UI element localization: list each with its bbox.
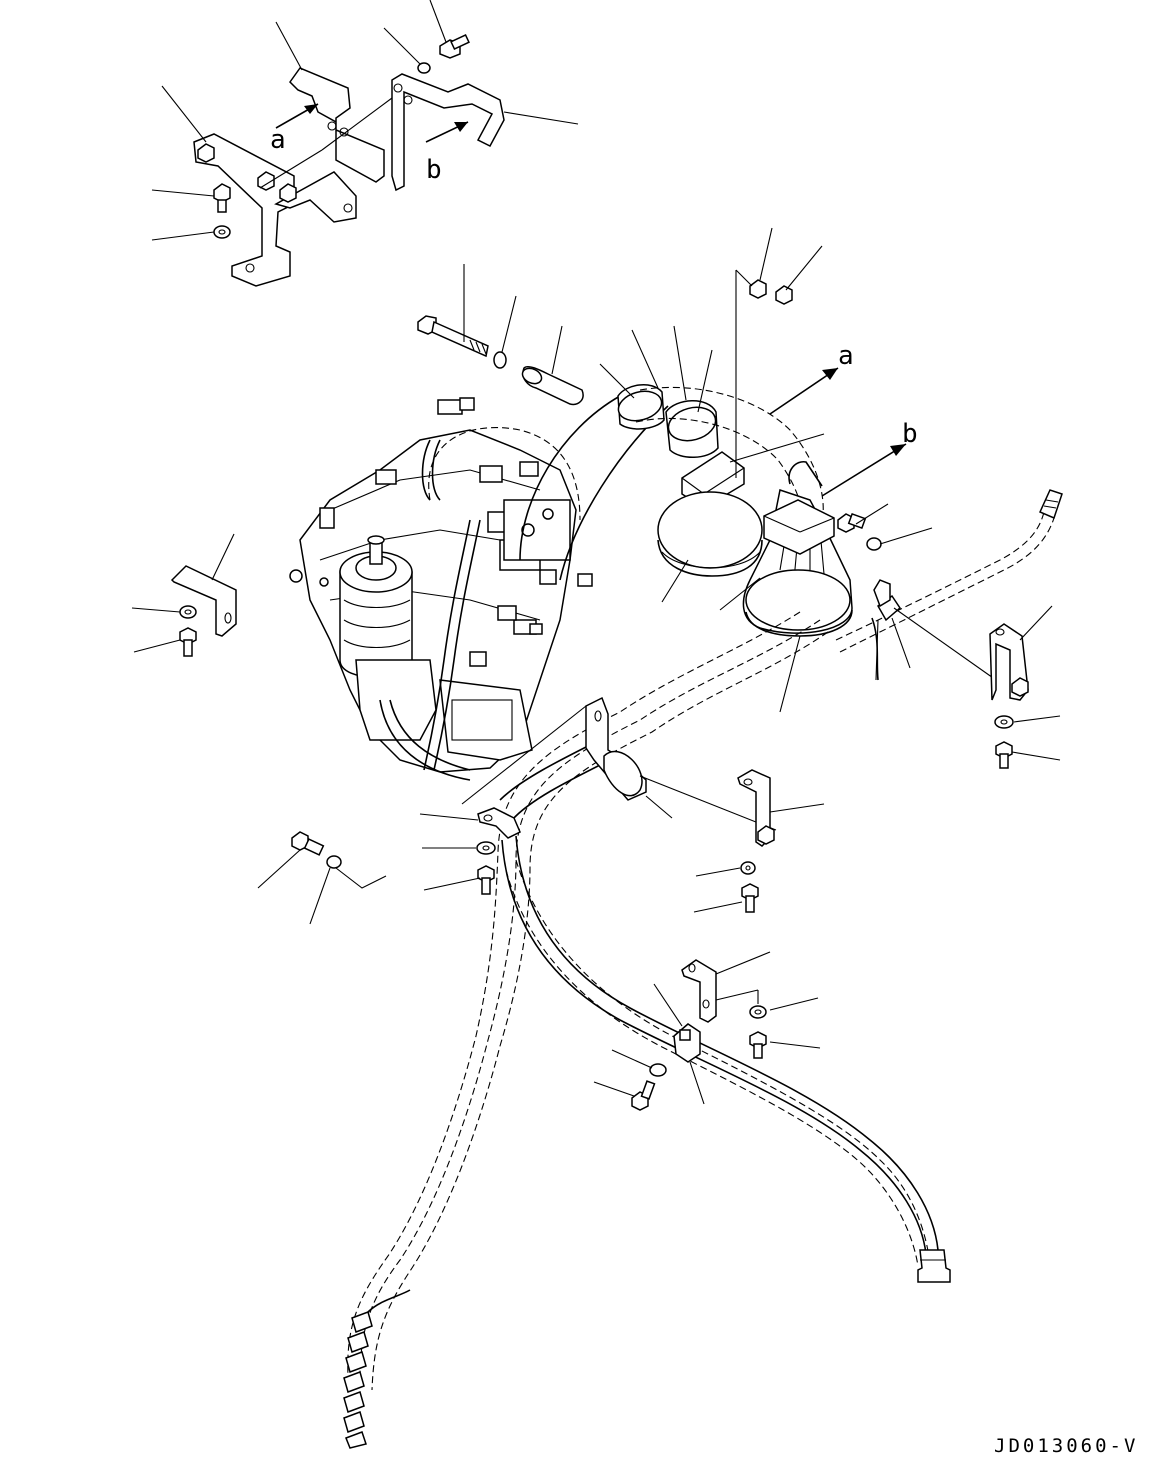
view-label-b-duct: b: [902, 419, 918, 449]
bolt-washer-left: [257, 831, 387, 925]
bracket-right: [989, 605, 1061, 769]
clamp-lower: [593, 951, 821, 1111]
hose-end-fittings: [343, 1289, 411, 1449]
drawing-code: JD013060-V: [994, 1435, 1138, 1457]
intake-duct: [519, 227, 933, 713]
view-label-b-top: b: [426, 155, 442, 185]
bracket-left: [131, 533, 237, 657]
view-label-a-top: a: [270, 125, 286, 155]
engine-pump-unit: [289, 397, 593, 781]
bolt-sleeve-group: [417, 264, 584, 406]
view-label-a-duct: a: [838, 341, 854, 371]
clamp-center: [461, 696, 777, 831]
bracket-center-right: [693, 769, 825, 913]
bracket-assembly-top: [151, 0, 579, 287]
clamp-left: [419, 807, 521, 895]
hose-routing: [343, 489, 1063, 1449]
